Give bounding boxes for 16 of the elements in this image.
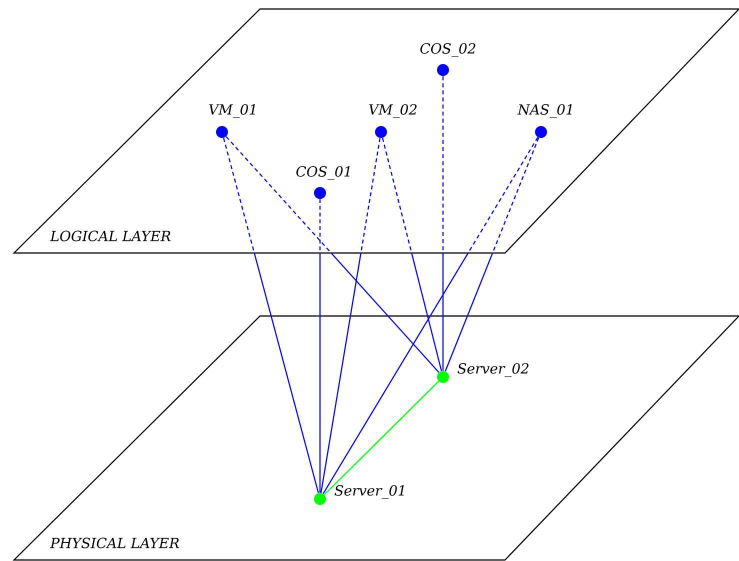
connector [322,137,538,494]
connector [382,138,442,372]
dot-label: Server_01 [334,485,404,499]
connector [324,380,440,496]
dot-label: COS_02 [420,43,476,57]
connector [226,136,440,373]
connector [442,76,444,371]
dot-label: VM_01 [209,104,255,118]
connector [320,138,381,493]
connector [319,199,321,493]
dot-label: Server_02 [458,363,528,377]
dot-label: COS_01 [296,166,350,180]
connector [223,138,319,494]
dot-label: NAS_01 [517,104,572,118]
connector [444,138,540,372]
dot-label: VM_02 [369,104,417,118]
